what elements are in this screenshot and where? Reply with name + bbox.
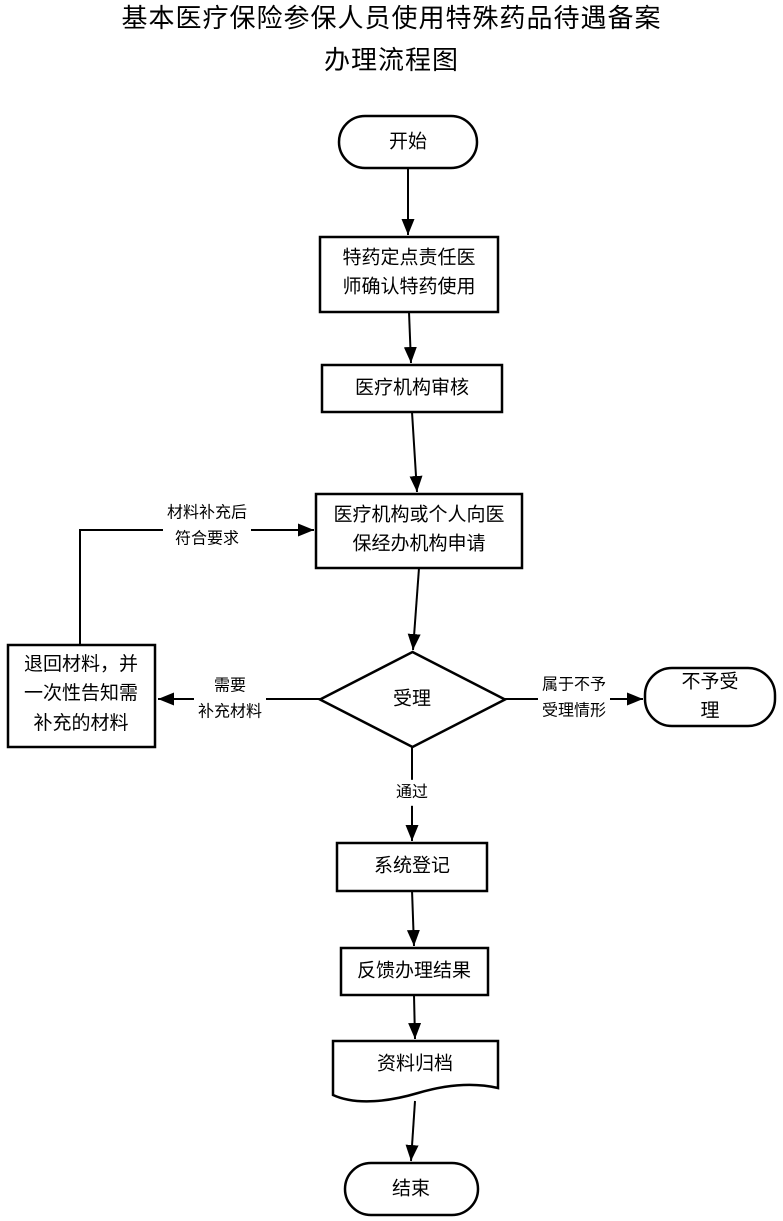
node-return-materials-label: 退回材料，并 一次性告知需 补充的材料 bbox=[23, 653, 139, 734]
system-register-shape bbox=[335, 841, 489, 893]
edge-label-supplement-ok: 材料补充后 符合要求 bbox=[162, 500, 252, 554]
hospital-review-shape bbox=[320, 363, 504, 414]
return-materials-shape bbox=[6, 643, 157, 749]
node-apply-label: 医疗机构或个人向医 保经办机构申请 bbox=[333, 504, 505, 555]
not-accepted-terminator-shape bbox=[643, 666, 777, 728]
node-system-register-label: 系统登记 bbox=[373, 855, 451, 877]
node-feedback-result-label: 反馈办理结果 bbox=[356, 960, 472, 982]
node-not-accepted-label: 不予受理 bbox=[681, 671, 739, 722]
node-start-label: 开始 bbox=[388, 131, 428, 153]
edge-apply-to-decision bbox=[407, 567, 421, 651]
edge-label-need-supplement: 需要 补充材料 bbox=[193, 673, 267, 727]
end-terminator-shape bbox=[343, 1161, 480, 1217]
node-archive-label: 资料归档 bbox=[376, 1053, 454, 1075]
archive-document-shape bbox=[331, 1039, 500, 1103]
feedback-result-shape bbox=[339, 946, 490, 997]
edge-review-to-apply bbox=[409, 411, 423, 493]
node-doctor-confirm-label: 特药定点责任医 师确认特药使用 bbox=[342, 247, 476, 298]
node-hospital-review-label: 医疗机构审核 bbox=[354, 377, 470, 399]
edge-doctor-to-review bbox=[403, 311, 417, 364]
doctor-confirm-shape bbox=[318, 235, 500, 314]
start-terminator-shape bbox=[337, 114, 479, 170]
diagram-title: 基本医疗保险参保人员使用特殊药品待遇备案 办理流程图 bbox=[0, 5, 783, 73]
accept-decision-diamond-shape bbox=[317, 650, 508, 749]
apply-shape bbox=[314, 492, 524, 570]
diagram-title-line1: 基本医疗保险参保人员使用特殊药品待遇备案 bbox=[121, 3, 662, 33]
edge-label-pass: 通过 bbox=[391, 779, 433, 807]
node-end-label: 结束 bbox=[391, 1178, 431, 1200]
edge-feedback-to-archive bbox=[408, 994, 422, 1040]
edge-label-not-accept-case: 属于不予 受理情形 bbox=[537, 672, 611, 726]
edge-register-to-feedback bbox=[406, 889, 420, 947]
edge-archive-to-end bbox=[405, 1100, 419, 1162]
node-accept-decision-label: 受理 bbox=[392, 688, 432, 710]
diagram-title-line2: 办理流程图 bbox=[323, 45, 459, 75]
